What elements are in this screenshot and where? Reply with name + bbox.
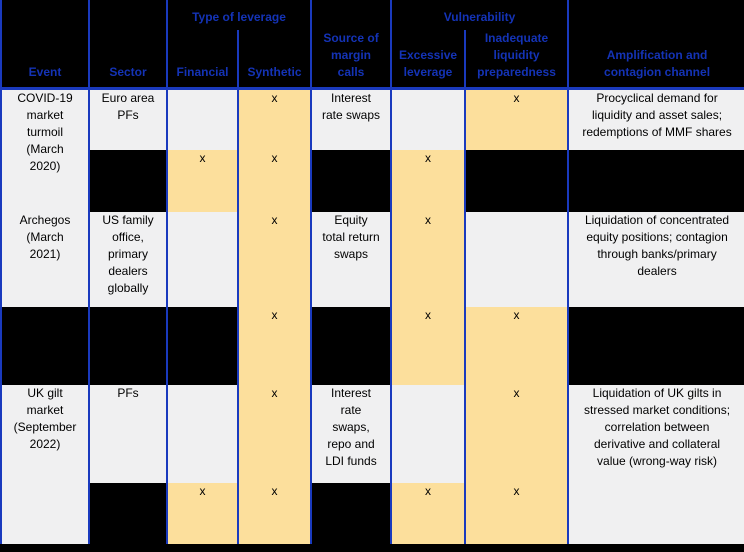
cell-inadequate-mark: x (464, 87, 569, 150)
cell-amplification: Liquidation of concentrated equity posit… (567, 211, 744, 307)
cell-dark (567, 149, 744, 212)
table-row: x x x (0, 306, 744, 385)
cell-event-uk-gilt: UK gilt market (September 2022) (0, 384, 89, 544)
cell-dark (166, 306, 238, 385)
table-row: UK gilt market (September 2022) PFs x In… (0, 384, 744, 544)
col-header-event: Event (0, 0, 89, 89)
cell-synthetic-mark: x (236, 211, 312, 307)
cell-excessive-mark: x (390, 482, 466, 544)
col-header-financial: Financial (166, 30, 238, 89)
cell-event-covid: COVID-19 market turmoil (March 2020) (0, 87, 89, 212)
cell-synthetic-mark: x (236, 384, 312, 483)
cell-financial-empty (166, 211, 238, 307)
cell-dark (464, 149, 569, 212)
table-row: x x x x (1, 482, 744, 544)
cell-amplification: Liquidation of UK gilts in stressed mark… (567, 384, 744, 544)
cell-synthetic-mark: x (236, 482, 312, 544)
group-header-vulnerability: Vulnerability (390, 0, 569, 30)
table-row: x x x (1, 149, 744, 212)
col-header-amplification-contagion: Amplification and contagion channel (567, 0, 744, 89)
cell-sector: PFs (88, 384, 167, 483)
cell-dark (88, 306, 167, 385)
cell-source: Equity total return swaps (310, 211, 392, 307)
cell-excessive-empty (390, 87, 466, 150)
cell-inadequate-empty (464, 211, 569, 307)
cell-source: Interest rate swaps (310, 87, 392, 150)
cell-dark (88, 482, 167, 544)
table-row: Archegos (March 2021) US family office, … (0, 211, 744, 307)
cell-financial-empty (166, 384, 238, 483)
cell-synthetic-mark: x (236, 149, 312, 212)
cell-amplification: Procyclical demand for liquidity and ass… (567, 87, 744, 150)
cell-excessive-mark: x (390, 149, 466, 212)
cell-synthetic-mark: x (236, 306, 312, 385)
group-header-type-of-leverage: Type of leverage (165, 0, 312, 30)
cell-inadequate-mark: x (464, 384, 569, 483)
cell-sector: US family office, primary dealers global… (88, 211, 167, 307)
cell-event-archegos: Archegos (March 2021) (0, 211, 89, 307)
col-header-sector: Sector (88, 0, 167, 89)
cell-excessive-mark: x (390, 306, 466, 385)
cell-financial-mark: x (166, 482, 238, 544)
cell-dark (88, 149, 167, 212)
cell-financial-mark: x (166, 149, 238, 212)
table-row: COVID-19 market turmoil (March 2020) Eur… (0, 87, 744, 212)
cell-financial-empty (166, 87, 238, 150)
cell-dark (310, 482, 392, 544)
cell-dark (310, 149, 392, 212)
cell-dark (310, 306, 392, 385)
col-header-synthetic: Synthetic (236, 30, 312, 89)
cell-inadequate-mark: x (464, 306, 569, 385)
col-header-inadequate-liquidity: Inadequate liquidity preparedness (464, 30, 569, 89)
cell-inadequate-mark: x (464, 482, 569, 544)
cell-source: Interest rate swaps, repo and LDI funds (310, 384, 392, 483)
cell-sector: Euro area PFs (88, 87, 167, 150)
cell-dark (567, 306, 744, 385)
cell-synthetic-mark: x (236, 87, 312, 150)
col-header-source-of-margin-calls: Source of margin calls (310, 0, 392, 89)
cell-excessive-empty (390, 384, 466, 483)
cell-dark (0, 306, 89, 385)
col-header-excessive-leverage: Excessive leverage (390, 30, 466, 89)
cell-excessive-mark: x (390, 211, 466, 307)
